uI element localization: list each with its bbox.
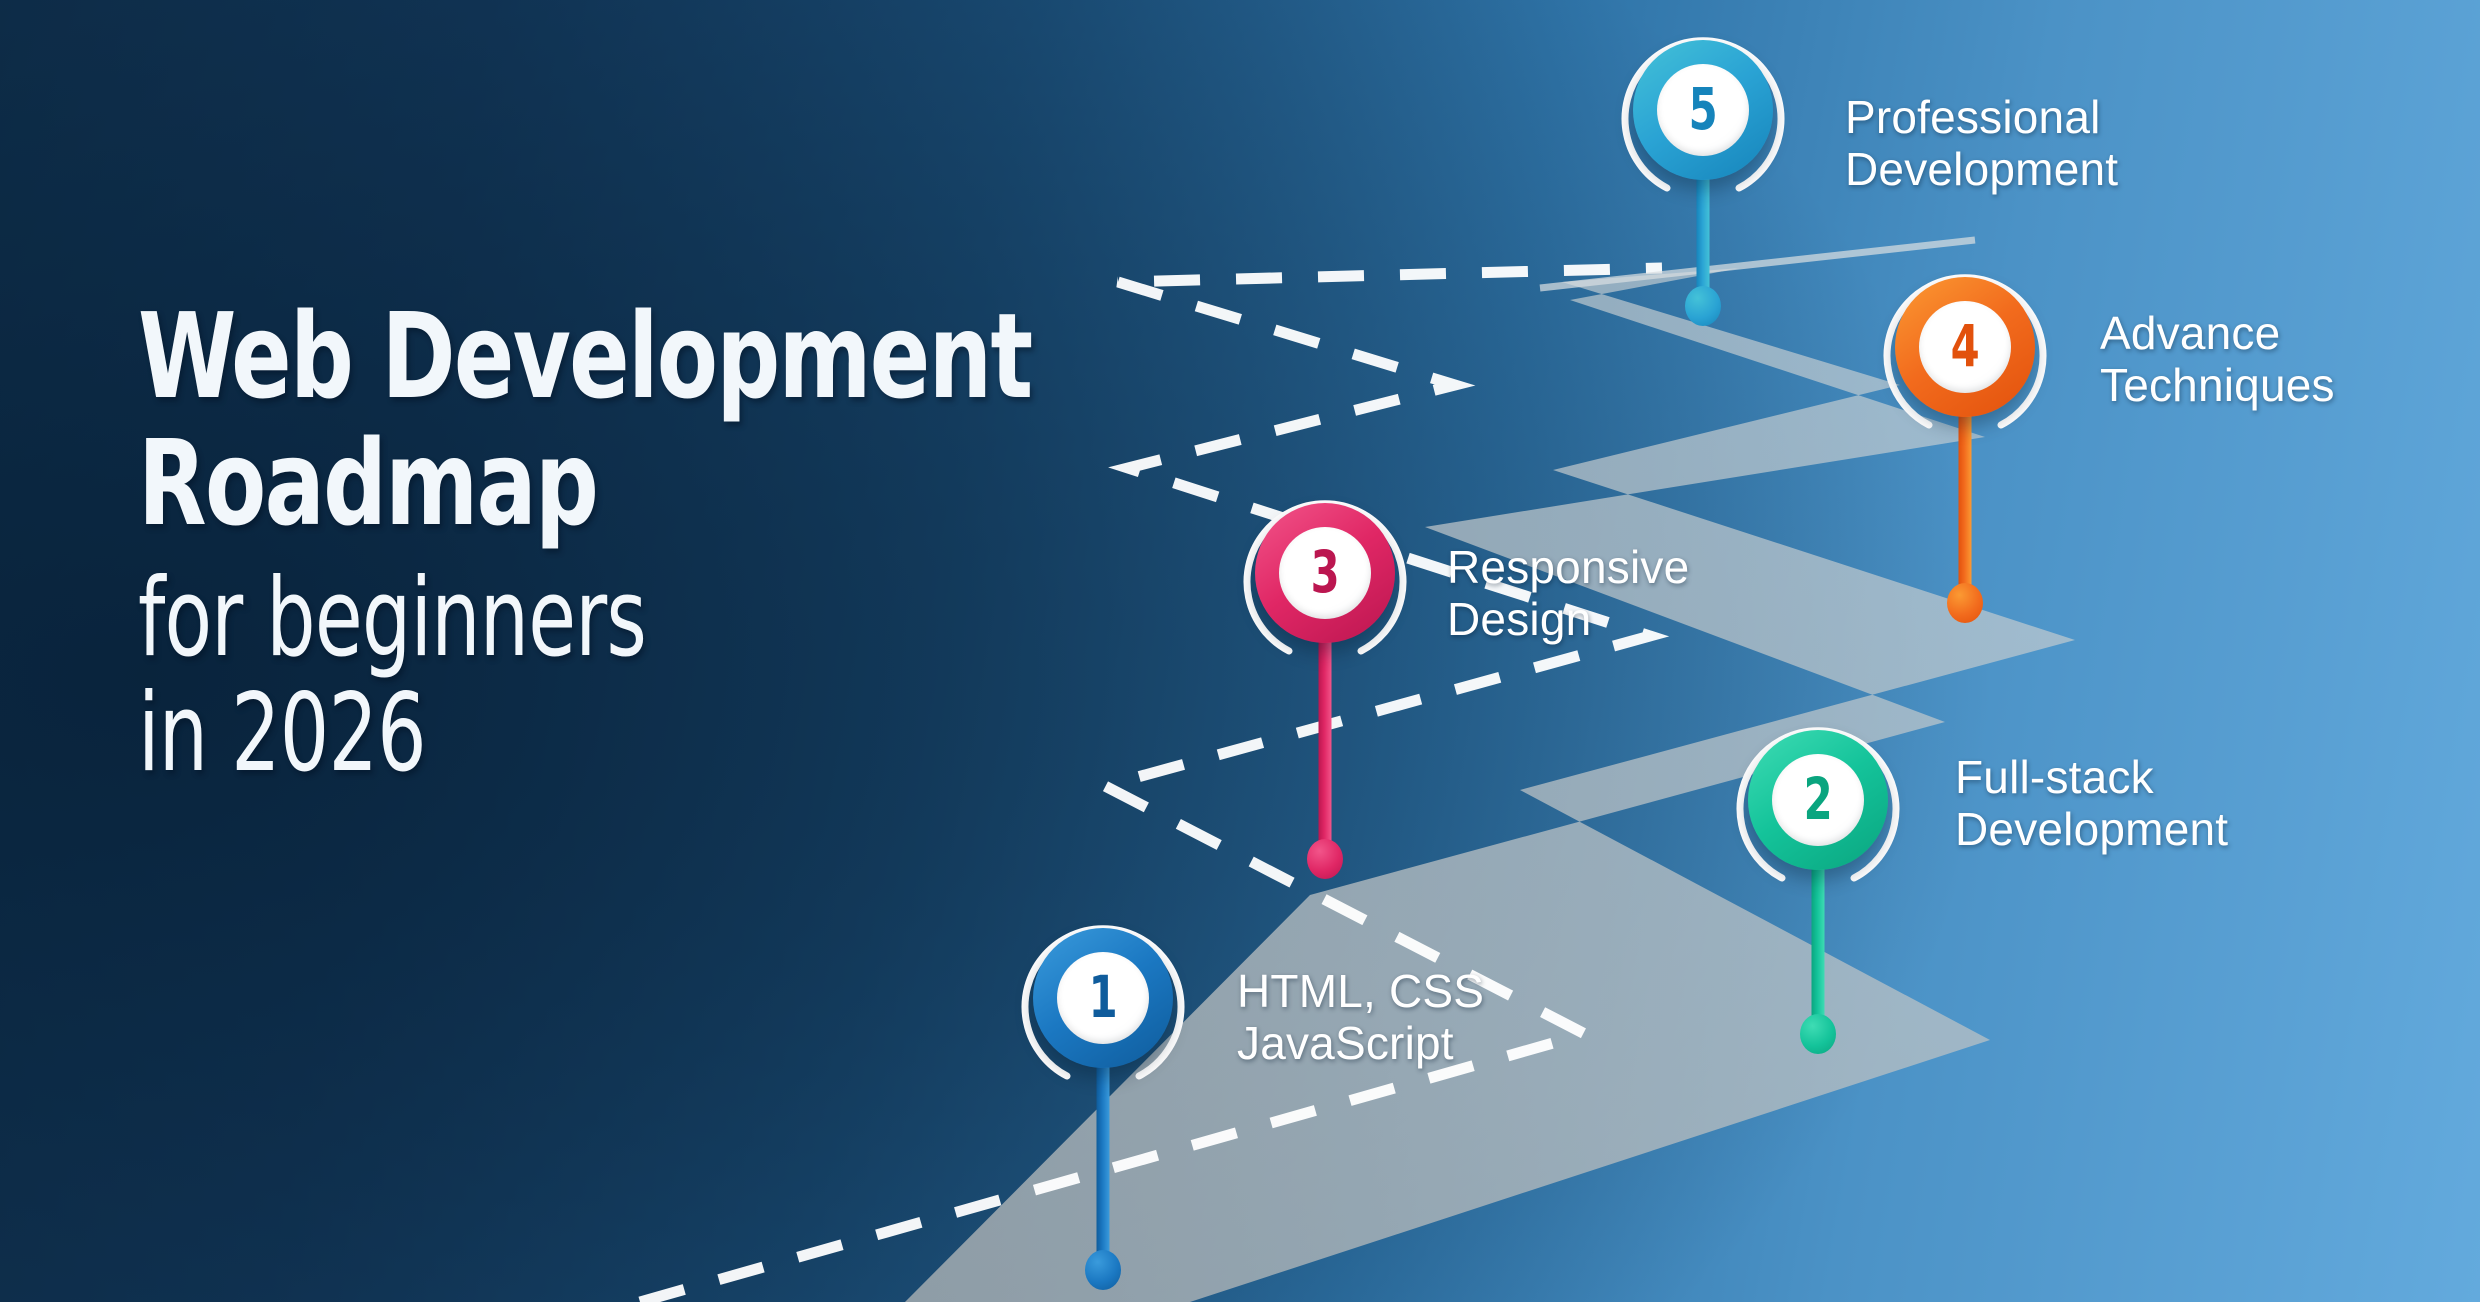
step-1-pin-dot xyxy=(1085,1250,1121,1290)
step-4-badge-inner: 4 xyxy=(1919,301,2011,393)
roadmap-step-5[interactable]: 5 xyxy=(1621,37,1785,326)
step-1-badge: 1 xyxy=(1033,928,1173,1068)
step-5-label: Professional Development xyxy=(1845,91,2119,195)
step-1-number: 1 xyxy=(1088,963,1118,1031)
step-2-label: Full-stack Development xyxy=(1955,751,2229,855)
step-1-label: HTML, CSS JavaScript xyxy=(1237,965,1485,1069)
roadmap-step-4[interactable]: 4 xyxy=(1883,274,2047,623)
step-3-badge: 3 xyxy=(1255,503,1395,643)
step-2-badge-inner: 2 xyxy=(1772,754,1864,846)
roadmap-step-1[interactable]: 1 xyxy=(1021,925,1185,1290)
step-5-number: 5 xyxy=(1688,75,1718,143)
step-5-pin-dot xyxy=(1685,286,1721,326)
roadmap-step-3[interactable]: 3 xyxy=(1243,500,1407,879)
step-4-pin-dot xyxy=(1947,583,1983,623)
roadmap-step-2[interactable]: 2 xyxy=(1736,727,1900,1054)
step-4-label: Advance Techniques xyxy=(2100,307,2335,411)
step-2-number: 2 xyxy=(1803,765,1833,833)
step-4-badge: 4 xyxy=(1895,277,2035,417)
step-4-number: 4 xyxy=(1950,312,1980,380)
step-3-label: Responsive Design xyxy=(1447,541,1690,645)
step-3-number: 3 xyxy=(1310,538,1340,606)
step-2-pin-dot xyxy=(1800,1014,1836,1054)
step-5-badge: 5 xyxy=(1633,40,1773,180)
step-3-badge-inner: 3 xyxy=(1279,527,1371,619)
road-center-dashes xyxy=(638,262,1670,1302)
road-far-tail xyxy=(1539,236,1976,292)
road-surface xyxy=(330,268,2075,1302)
step-2-badge: 2 xyxy=(1748,730,1888,870)
step-3-pin-dot xyxy=(1307,839,1343,879)
step-5-badge-inner: 5 xyxy=(1657,64,1749,156)
step-1-badge-inner: 1 xyxy=(1057,952,1149,1044)
